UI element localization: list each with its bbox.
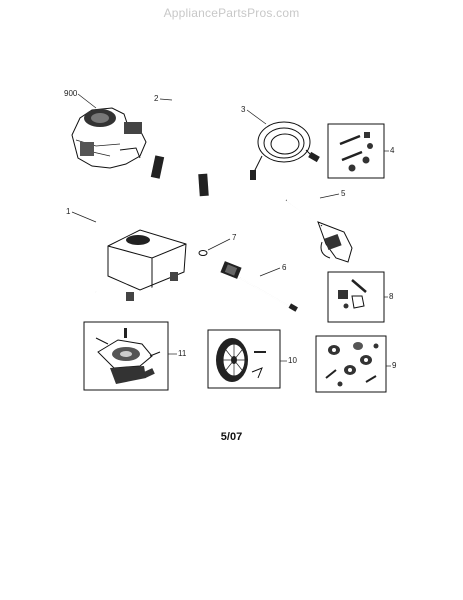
pump-part[interactable] <box>83 321 169 391</box>
wheel-kit-part[interactable] <box>315 335 387 393</box>
o-ring-part[interactable] <box>198 250 208 256</box>
date-code: 5/07 <box>220 431 243 443</box>
engine-part[interactable] <box>71 107 147 169</box>
callout-11: 11 <box>178 349 187 358</box>
watermark: AppliancePartsPros.com <box>163 6 300 20</box>
callout-9: 9 <box>392 361 397 370</box>
callout-3: 3 <box>241 105 246 114</box>
frame-part[interactable] <box>94 188 187 301</box>
spray-gun-part[interactable] <box>285 198 353 263</box>
wheel-part[interactable] <box>207 329 281 389</box>
wand-part[interactable] <box>220 261 298 312</box>
callout-5: 5 <box>341 189 346 198</box>
callout-1: 1 <box>66 207 71 216</box>
callout-7: 7 <box>232 233 237 242</box>
callout-8: 8 <box>389 292 394 301</box>
callout-4: 4 <box>390 146 395 155</box>
hardware-kit-part[interactable] <box>327 123 385 179</box>
callout-10: 10 <box>288 356 297 365</box>
callout-900: 900 <box>64 89 78 98</box>
handle-part[interactable] <box>150 96 214 197</box>
callout-6: 6 <box>282 263 287 272</box>
callout-2: 2 <box>154 94 159 103</box>
hose-part[interactable] <box>250 121 320 180</box>
fitting-kit-part[interactable] <box>327 271 385 323</box>
